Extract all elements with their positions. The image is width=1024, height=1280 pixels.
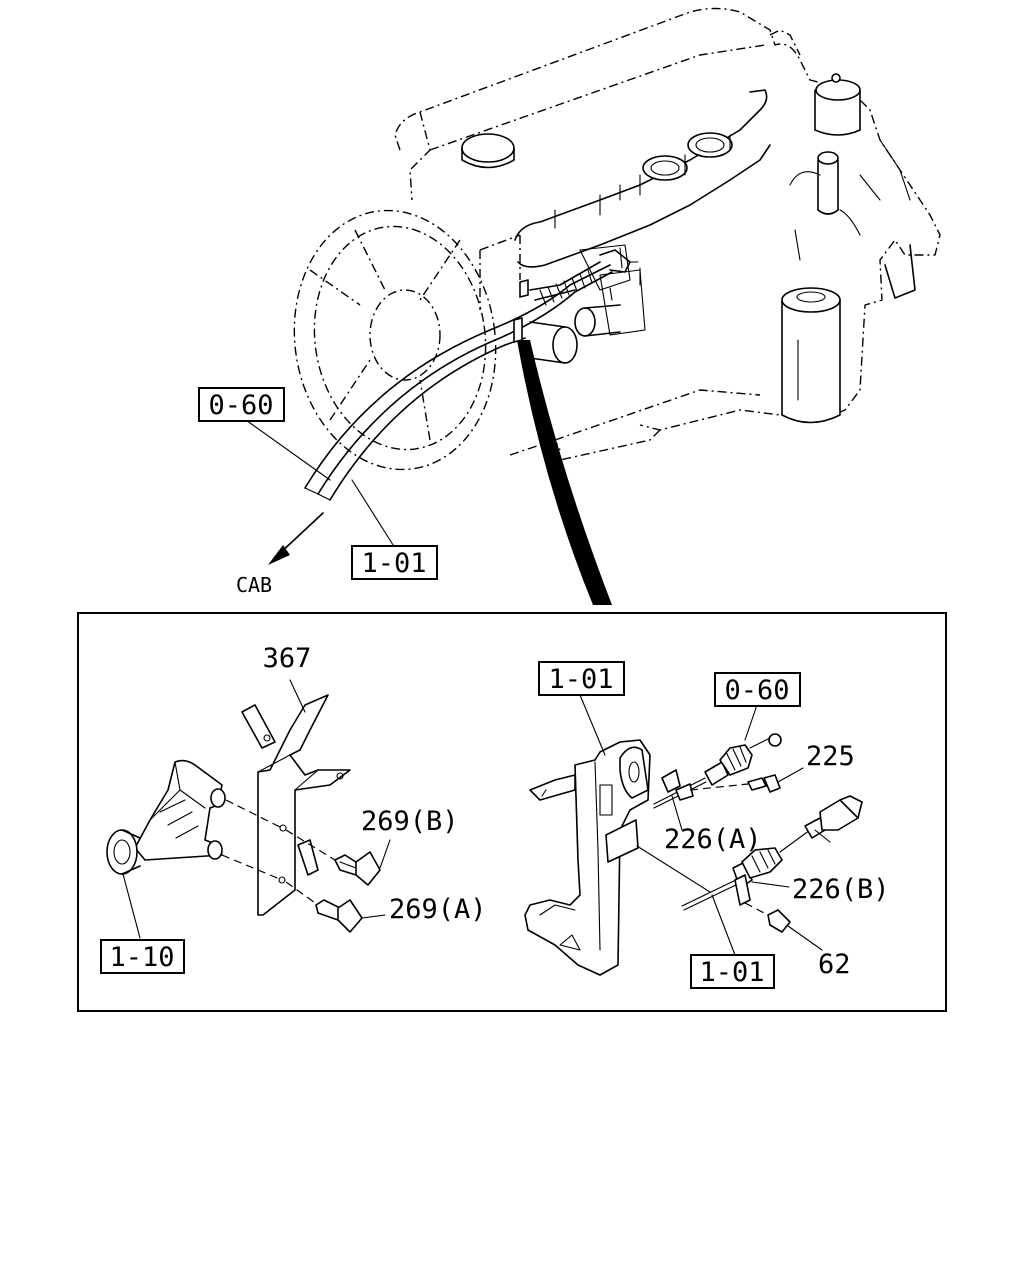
ref-label-1-01-bottom: 1-01	[699, 957, 764, 988]
detail-frame	[77, 612, 947, 1012]
ref-box-0-60-top	[198, 387, 285, 422]
ref-label-1-01-top: 1-01	[361, 548, 426, 579]
ref-label-1-10: 1-10	[109, 942, 174, 973]
part-number-226a: 226(A)	[664, 824, 762, 855]
part-number-367: 367	[263, 643, 312, 674]
ref-label-0-60-top: 0-60	[208, 390, 273, 421]
part-number-269a: 269(A)	[389, 894, 487, 925]
ref-box-1-01-detail	[538, 661, 625, 696]
engine-illustration	[242, 7, 941, 605]
bracket-assembly-left	[106, 679, 391, 939]
ref-box-0-60-detail	[714, 672, 801, 707]
part-number-269b: 269(B)	[361, 806, 459, 837]
ref-label-0-60-detail: 0-60	[724, 675, 789, 706]
cab-direction-label: CAB	[236, 573, 272, 597]
ref-label-1-01-detail: 1-01	[548, 664, 613, 695]
part-number-226b: 226(B)	[792, 874, 890, 905]
ref-box-1-01-top	[351, 545, 438, 580]
part-number-62: 62	[818, 949, 851, 980]
ref-box-1-01-bottom	[690, 954, 775, 989]
part-number-225: 225	[806, 741, 855, 772]
cable-bracket-assembly-right	[524, 694, 863, 976]
ref-box-1-10	[100, 939, 185, 974]
